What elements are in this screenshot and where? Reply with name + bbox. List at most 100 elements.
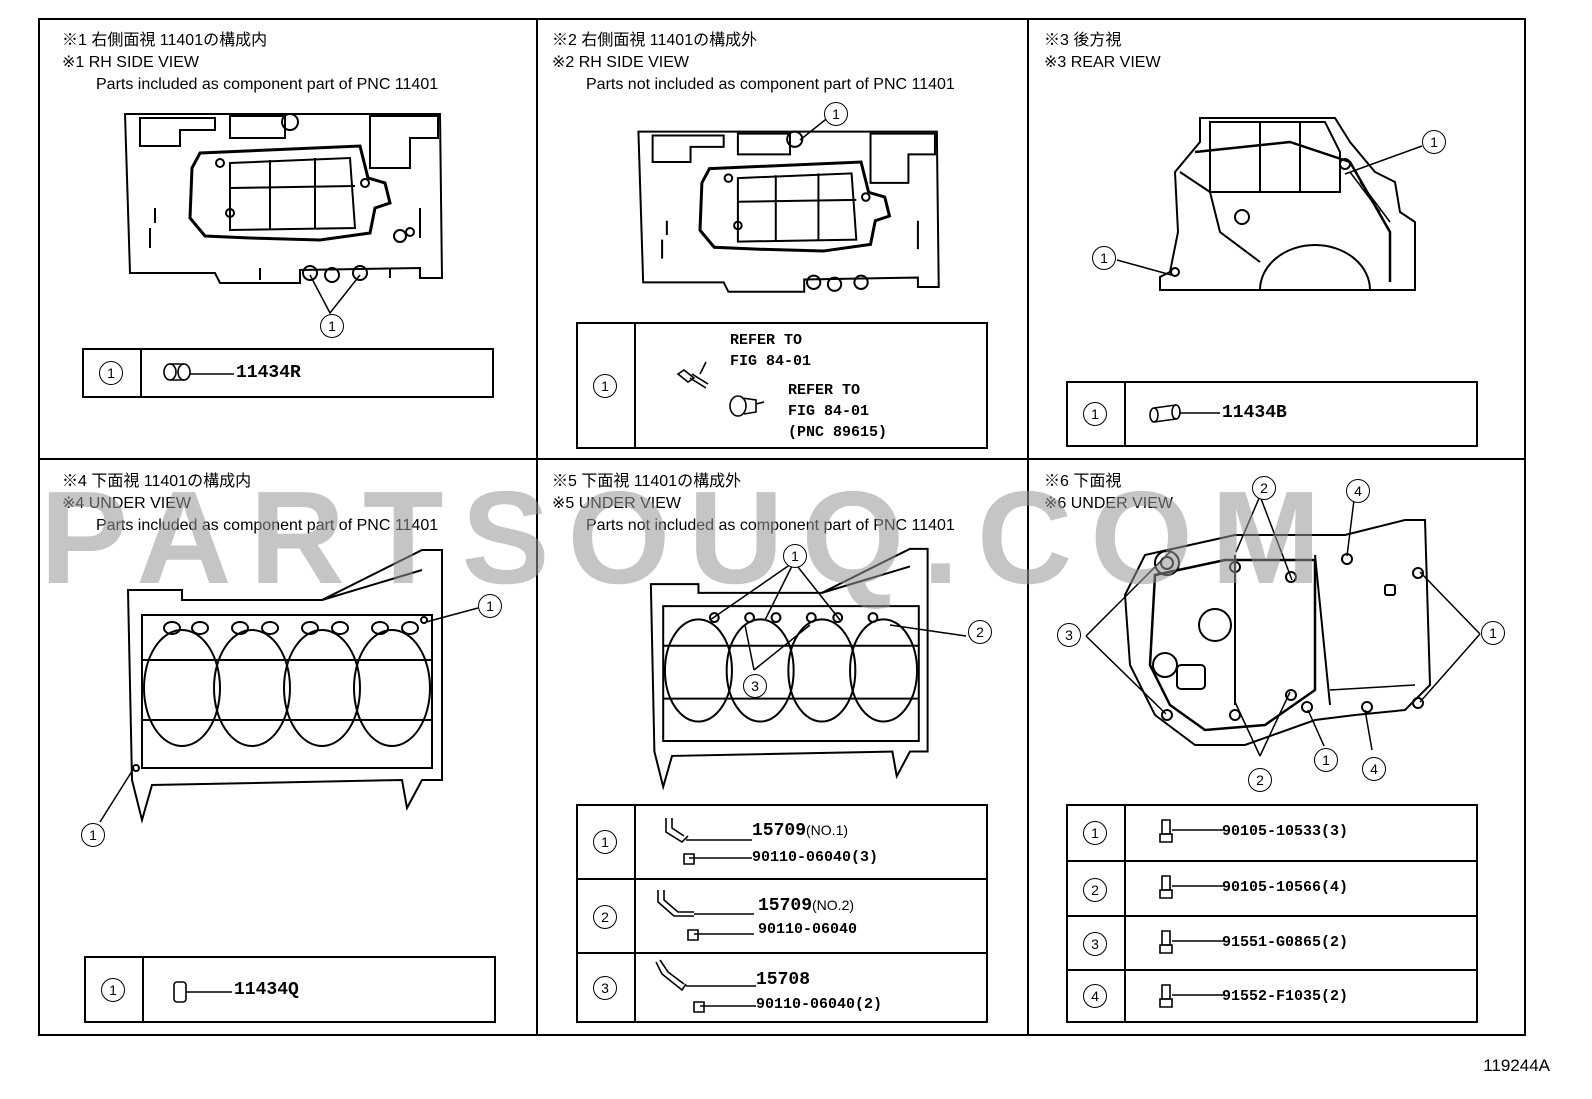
panel-4-caption: ※4 下面視 11401の構成内 ※4 UNDER VIEW Parts inc…: [62, 471, 438, 537]
table-row: 2 15709(NO.2) 90110-06040: [578, 878, 986, 954]
part-number[interactable]: 11434R: [236, 363, 301, 383]
row-marker: 1: [99, 361, 123, 385]
rh-side-view-block-drawing: [120, 108, 450, 298]
panel-2-caption-note: Parts not included as component part of …: [586, 76, 955, 93]
row-marker: 1: [1083, 402, 1107, 426]
row-marker: 1: [593, 830, 617, 854]
dowel-pin-icon: [1148, 403, 1228, 427]
table-row: 1 90105-10533(3): [1068, 806, 1476, 860]
panel-5-caption-en: ※5 UNDER VIEW: [552, 495, 681, 512]
panel-2-caption-jp: ※2 右側面視 11401の構成外: [552, 32, 758, 49]
panel-divider-horizontal: [38, 458, 1526, 460]
row-marker: 1: [593, 373, 617, 398]
panel-5-caption: ※5 下面視 11401の構成外 ※5 UNDER VIEW Parts not…: [552, 471, 955, 537]
row-number-cell: 3: [578, 954, 636, 1021]
panel-4-parts-table: 1 11434Q: [84, 956, 496, 1023]
bolt-number[interactable]: 90105-10533(3): [1222, 823, 1349, 840]
panel-6-caption-jp: ※6 下面視: [1044, 473, 1122, 490]
oil-jet-icon: [660, 814, 760, 874]
panel-3-caption-jp: ※3 後方視: [1044, 32, 1122, 49]
oil-jet-icon: [652, 958, 762, 1020]
row-number-cell: 1: [86, 958, 144, 1021]
panel-1-caption-note: Parts included as component part of PNC …: [96, 76, 439, 93]
refer-note-1[interactable]: REFER TO FIG 84-01: [730, 332, 812, 370]
callout-3: 3: [1057, 623, 1081, 647]
document-id: 119244A: [1483, 1056, 1550, 1075]
row-marker: 1: [1083, 821, 1107, 845]
part-number-value: 15709: [758, 896, 813, 916]
part-note: (NO.1): [806, 822, 849, 838]
rear-view-block-drawing: [1150, 112, 1420, 292]
bolt-icon: [1158, 872, 1228, 906]
panel-3-parts-table: 1 11434B: [1066, 381, 1478, 447]
row-marker: 2: [593, 905, 617, 929]
panel-4-caption-jp: ※4 下面視 11401の構成内: [62, 473, 252, 490]
row-number-cell: 1: [84, 350, 142, 396]
table-row: 1 11434Q: [86, 958, 494, 1021]
under-view-block-drawing-2: [626, 540, 956, 800]
panel-1-caption-en: ※1 RH SIDE VIEW: [62, 54, 199, 71]
panel-5-caption-jp: ※5 下面視 11401の構成外: [552, 473, 742, 490]
under-view-block-drawing: [122, 540, 452, 835]
row-number-cell: 3: [1068, 917, 1126, 971]
callout-3: 3: [743, 674, 767, 698]
bolt-number[interactable]: 90110-06040(2): [756, 996, 883, 1013]
row-marker: 1: [101, 977, 125, 1002]
row-marker: 3: [1083, 932, 1107, 956]
row-number-cell: 1: [1068, 383, 1126, 445]
pin-icon: [172, 980, 242, 1006]
diagram-frame: [38, 18, 1526, 1036]
panel-divider-2: [1027, 18, 1029, 1036]
panel-6-parts-table: 1 90105-10533(3) 2 90105-10566(4) 3 9155…: [1066, 804, 1478, 1023]
panel-4-leader-lines: [90, 600, 510, 840]
panel-5-parts-table: 1 15709(NO.1) 90110-06040(3) 2 15709(NO.…: [576, 804, 988, 1023]
panel-6-leader-lines: [1060, 470, 1520, 790]
part-number[interactable]: 11434Q: [234, 980, 299, 1000]
part-note: (NO.2): [812, 897, 855, 913]
callout-4: 4: [1346, 479, 1370, 503]
bolt-number[interactable]: 91552-F1035(2): [1222, 988, 1349, 1005]
table-row: 1 11434R: [84, 350, 492, 396]
panel-4-caption-en: ※4 UNDER VIEW: [62, 495, 191, 512]
callout-1: 1: [1481, 621, 1505, 645]
table-row: 3 91551-G0865(2): [1068, 915, 1476, 971]
table-row: 1 REFER TO FIG 84-01 REFER TO FIG 84-01 …: [578, 324, 986, 447]
bolt-icon: [1158, 816, 1228, 850]
panel-1-caption: ※1 右側面視 11401の構成内 ※1 RH SIDE VIEW Parts …: [62, 30, 438, 96]
panel-5-leader-lines: [690, 550, 990, 700]
panel-3-caption: ※3 後方視 ※3 REAR VIEW: [1044, 30, 1161, 74]
panel-4-caption-note: Parts included as component part of PNC …: [96, 517, 439, 534]
row-marker: 2: [1083, 877, 1107, 902]
callout-2: 2: [968, 620, 992, 644]
callout-2: 2: [1252, 476, 1276, 500]
rh-side-view-block-drawing-2: [625, 126, 955, 306]
panel-1-leader-lines: [300, 265, 380, 325]
panel-5-caption-note: Parts not included as component part of …: [586, 517, 955, 534]
callout-1: 1: [478, 594, 502, 618]
under-view-oilpan-drawing: [1115, 515, 1445, 755]
callout-2: 2: [1248, 768, 1272, 792]
refer-note-2[interactable]: REFER TO FIG 84-01 (PNC 89615): [788, 382, 888, 441]
callout-1: 1: [824, 102, 848, 126]
oil-jet-icon: [654, 886, 764, 948]
part-number[interactable]: 15709(NO.2): [758, 896, 854, 916]
table-row: 1 15709(NO.1) 90110-06040(3): [578, 806, 986, 878]
bolt-number[interactable]: 90110-06040(3): [752, 849, 879, 866]
bolt-number[interactable]: 90110-06040: [758, 921, 858, 938]
panel-1-caption-jp: ※1 右側面視 11401の構成内: [62, 32, 268, 49]
part-number[interactable]: 11434B: [1222, 403, 1287, 423]
table-row: 2 90105-10566(4): [1068, 860, 1476, 917]
part-number[interactable]: 15708: [756, 970, 810, 990]
part-number[interactable]: 15709(NO.1): [752, 821, 848, 841]
callout-4: 4: [1362, 757, 1386, 781]
callout-1: 1: [1314, 748, 1338, 772]
panel-1-parts-table: 1 11434R: [82, 348, 494, 398]
panel-divider-1: [536, 18, 538, 1036]
callout-1: 1: [320, 314, 344, 338]
row-number-cell: 4: [1068, 971, 1126, 1021]
bolt-icon: [1158, 981, 1228, 1015]
row-number-cell: 2: [1068, 862, 1126, 917]
bolt-number[interactable]: 91551-G0865(2): [1222, 934, 1349, 951]
bolt-number[interactable]: 90105-10566(4): [1222, 879, 1349, 896]
row-marker: 3: [593, 975, 617, 1000]
